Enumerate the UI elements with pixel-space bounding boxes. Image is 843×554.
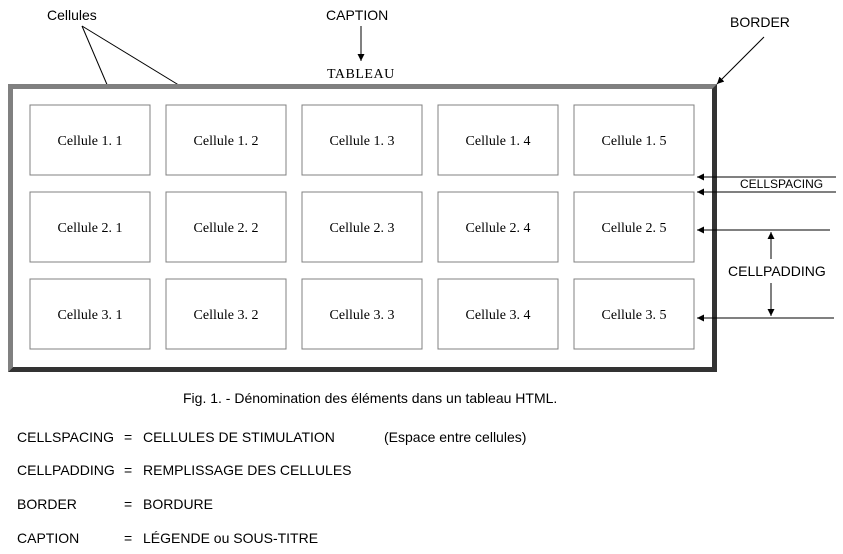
- legend-term: CAPTION: [17, 530, 80, 546]
- legend-definition: CELLULES DE STIMULATION: [143, 429, 335, 445]
- table-cell-box: [437, 191, 559, 263]
- legend-note: (Espace entre cellules): [384, 429, 527, 445]
- table-cell-label: Cellule 2. 2: [194, 221, 259, 236]
- legend-equals: =: [124, 429, 133, 445]
- table-cell: Cellule 2. 5: [573, 191, 695, 263]
- table-cell-label: Cellule 1. 1: [58, 134, 123, 149]
- table-cell: Cellule 3. 1: [29, 278, 151, 350]
- cellules-label: Cellules: [47, 7, 97, 23]
- table-cells: Cellule 1. 1 Cellule 1. 2 Cellule 1. 3 Cell…: [29, 104, 695, 350]
- table-cell-box: [573, 191, 695, 263]
- table-cell: Cellule 2. 2: [165, 191, 287, 263]
- table-cell-box: [301, 191, 423, 263]
- table-cell-label: Cellule 2. 4: [466, 221, 531, 236]
- legend-term: CELLPADDING: [17, 462, 115, 478]
- table-cell-label: Cellule 2. 5: [602, 221, 667, 236]
- table-cell-box: [165, 104, 287, 176]
- table-cell-label: Cellule 1. 3: [330, 134, 395, 149]
- table-cell: Cellule 2. 3: [301, 191, 423, 263]
- legend-definition: LÉGENDE ou SOUS-TITRE: [143, 530, 319, 546]
- table-cell-label: Cellule 1. 5: [602, 134, 667, 149]
- table-cell: Cellule 1. 5: [573, 104, 695, 176]
- border-label: BORDER: [730, 14, 790, 30]
- table-cell: Cellule 1. 2: [165, 104, 287, 176]
- table-cell: Cellule 1. 4: [437, 104, 559, 176]
- table-cell-label: Cellule 3. 4: [466, 308, 531, 323]
- table-cell-label: Cellule 1. 2: [194, 134, 259, 149]
- legend-term: BORDER: [17, 496, 77, 512]
- table-cell-box: [573, 104, 695, 176]
- table-cell: Cellule 3. 3: [301, 278, 423, 350]
- table-cell-label: Cellule 2. 1: [58, 221, 123, 236]
- table-cell-label: Cellule 3. 3: [330, 308, 395, 323]
- table-cell: Cellule 1. 1: [29, 104, 151, 176]
- table-cell-box: [437, 278, 559, 350]
- table-cell-label: Cellule 3. 1: [58, 308, 123, 323]
- table-cell-box: [165, 278, 287, 350]
- legend-equals: =: [124, 462, 133, 478]
- table-cell: Cellule 1. 3: [301, 104, 423, 176]
- cellpadding-label: CELLPADDING: [728, 263, 826, 279]
- table-cell-box: [301, 278, 423, 350]
- table-cell-label: Cellule 3. 2: [194, 308, 259, 323]
- table-caption-title: TABLEAU: [327, 67, 395, 82]
- cellspacing-label: CELLSPACING: [740, 177, 823, 191]
- legend-equals: =: [124, 530, 133, 546]
- legend-definition: REMPLISSAGE DES CELLULES: [143, 462, 352, 478]
- table-cell-box: [29, 278, 151, 350]
- legend-term: CELLSPACING: [17, 429, 114, 445]
- table-cell-label: Cellule 3. 5: [602, 308, 667, 323]
- table-cell-box: [29, 191, 151, 263]
- caption-label: CAPTION: [326, 7, 388, 23]
- table-cell-box: [301, 104, 423, 176]
- table-cell: Cellule 3. 5: [573, 278, 695, 350]
- table-cell: Cellule 3. 4: [437, 278, 559, 350]
- table-cell-label: Cellule 2. 3: [330, 221, 395, 236]
- table-cell-box: [165, 191, 287, 263]
- table-cell-box: [573, 278, 695, 350]
- legend-equals: =: [124, 496, 133, 512]
- table-cell-box: [437, 104, 559, 176]
- table-cell: Cellule 2. 1: [29, 191, 151, 263]
- table-cell: Cellule 3. 2: [165, 278, 287, 350]
- table-cell: Cellule 2. 4: [437, 191, 559, 263]
- table-cell-label: Cellule 1. 4: [466, 134, 531, 149]
- table-anatomy-diagram: Cellules CAPTION BORDER TABLEAU Cellule …: [8, 7, 836, 372]
- legend-definition: BORDURE: [143, 496, 214, 512]
- table-cell-box: [29, 104, 151, 176]
- border-arrow: [716, 36, 765, 85]
- figure-caption: Fig. 1. - Dénomination des éléments dans…: [183, 390, 558, 406]
